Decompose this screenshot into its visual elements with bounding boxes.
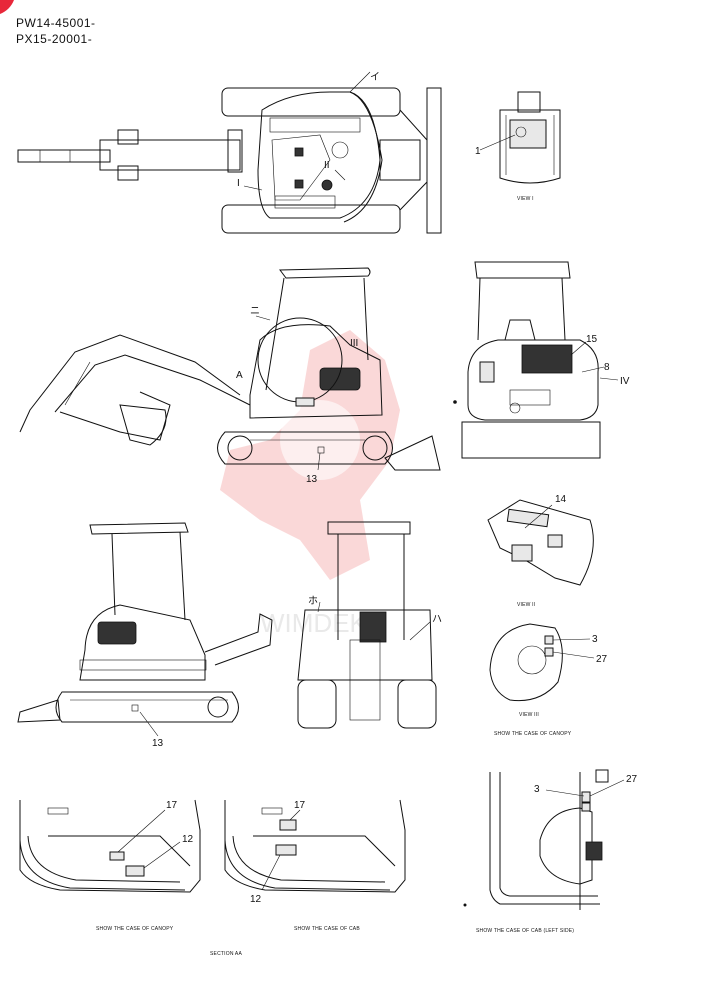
left-view-drawing: 13 [17,522,273,749]
canopy-callout-12: 12 [182,834,194,845]
view-i-callout-1: 1 [475,146,481,157]
view-ii-caption: VIEW II [517,602,535,608]
canopy-callout-17: 17 [166,800,178,811]
cab-left-callout-3: 3 [534,784,540,795]
cab-callout-12: 12 [250,894,262,905]
side-view-drawing: ニ III A 13 [19,267,441,485]
cab-left-side-detail: 3 27 SHOW THE CASE OF CAB (LEFT SIDE) [463,769,638,934]
side-view-marker-iii: III [350,338,358,349]
canopy-caption: SHOW THE CASE OF CANOPY [96,926,174,932]
front-view-marker-ho: ホ [308,595,318,607]
cab-callout-17: 17 [294,800,306,811]
side-view-callout-13: 13 [306,474,318,485]
section-aa-cab: 17 12 SHOW THE CASE OF CAB [224,799,406,932]
serial-range-px15: PX15-20001- [16,32,93,46]
side-view-marker-ni: ニ [250,306,260,317]
cab-left-callout-27: 27 [626,774,638,785]
rear-view-drawing: 15 8 IV [453,261,630,459]
front-view-drawing: ホ ハ [297,521,442,729]
left-view-callout-13: 13 [152,738,164,749]
view-iii-callout-3: 3 [592,634,598,645]
corner-tab [0,0,14,14]
view-iii-caption: VIEW III [519,712,539,718]
cab-caption: SHOW THE CASE OF CAB [294,926,360,932]
watermark-text: WIMDEK [260,608,368,638]
view-i-caption: VIEW I [517,196,534,202]
front-view-marker-ha: ハ [432,614,442,625]
section-aa-caption: SECTION AA [210,951,242,957]
top-view-marker-ii: II [324,160,330,171]
section-aa-canopy: 17 12 SHOW THE CASE OF CANOPY [19,799,201,932]
side-view-marker-a: A [236,370,243,381]
view-iii-callout-27: 27 [596,654,608,665]
view-ii-detail: 14 VIEW II [487,494,594,608]
view-iii-detail: 3 27 VIEW III SHOW THE CASE OF CANOPY [489,623,608,737]
view-i-detail: 1 VIEW I [475,91,561,202]
rear-view-callout-15: 15 [586,334,598,345]
cab-left-caption: SHOW THE CASE OF CAB (LEFT SIDE) [476,928,574,934]
view-iii-note: SHOW THE CASE OF CANOPY [494,731,572,737]
rear-view-marker-iv: IV [620,376,630,387]
serial-range-pw14: PW14-45001- [16,16,96,30]
top-view-marker-i-left: I [237,178,240,189]
top-view-marker-i-top: イ [370,72,380,83]
rear-view-callout-8: 8 [604,362,610,373]
view-ii-callout-14: 14 [555,494,567,505]
top-view-drawing: イ I II [17,71,442,234]
